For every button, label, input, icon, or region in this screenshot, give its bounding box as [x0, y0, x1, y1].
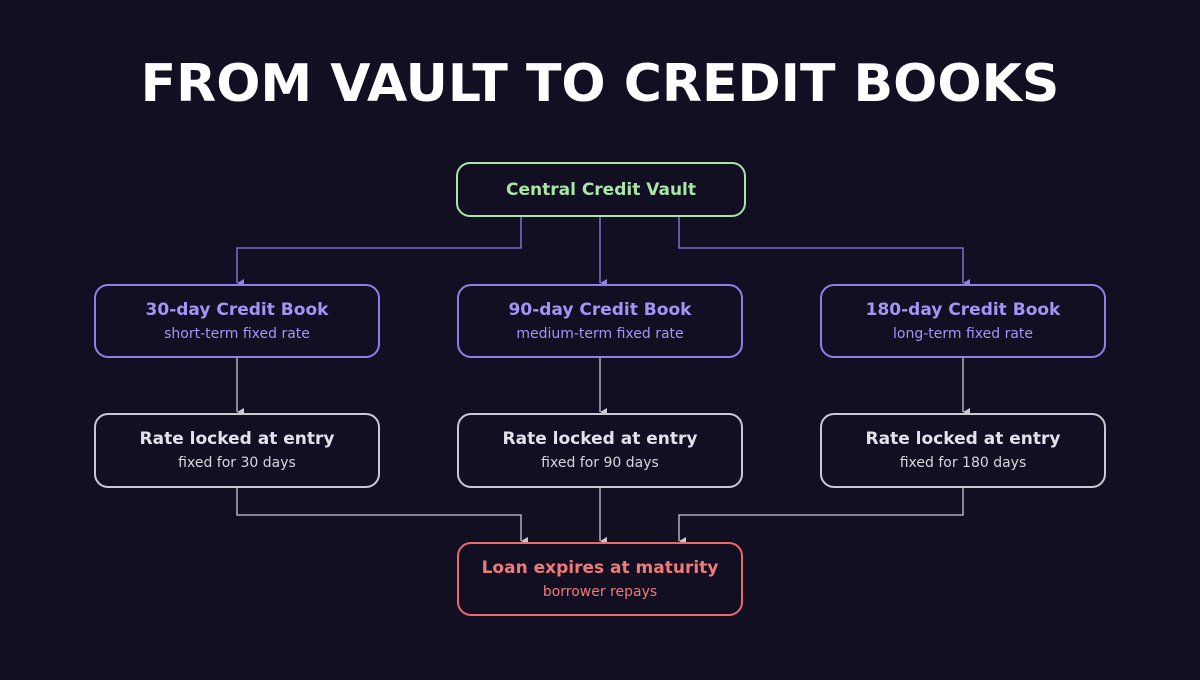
credit-book-180day-node: 180-day Credit Book long-term fixed rate [820, 284, 1106, 358]
credit-book-90day-node: 90-day Credit Book medium-term fixed rat… [457, 284, 743, 358]
lock-title: Rate locked at entry [139, 429, 335, 449]
lock-subtitle: fixed for 30 days [178, 455, 296, 471]
rate-lock-30day-node: Rate locked at entry fixed for 30 days [94, 413, 380, 488]
book-subtitle: medium-term fixed rate [516, 325, 684, 342]
book-subtitle: short-term fixed rate [164, 325, 310, 342]
rate-lock-90day-node: Rate locked at entry fixed for 90 days [457, 413, 743, 488]
rate-lock-180day-node: Rate locked at entry fixed for 180 days [820, 413, 1106, 488]
book-subtitle: long-term fixed rate [892, 325, 1034, 342]
loan-expiry-node: Loan expires at maturity borrower repays [457, 542, 743, 616]
book-title: 30-day Credit Book [145, 299, 329, 320]
central-credit-vault-node: Central Credit Vault [456, 162, 746, 217]
credit-book-30day-node: 30-day Credit Book short-term fixed rate [94, 284, 380, 358]
lock-subtitle: fixed for 90 days [541, 455, 659, 471]
lock-title: Rate locked at entry [865, 429, 1061, 449]
page-title: FROM VAULT TO CREDIT BOOKS [140, 54, 1060, 114]
book-title: 90-day Credit Book [508, 299, 692, 320]
lock-subtitle: fixed for 180 days [899, 455, 1027, 471]
vault-title: Central Credit Vault [505, 179, 697, 200]
expiry-title: Loan expires at maturity [481, 557, 719, 578]
book-title: 180-day Credit Book [865, 299, 1061, 320]
expiry-subtitle: borrower repays [542, 583, 658, 600]
connector-vault-to-180day [678, 217, 970, 287]
connector-lock180-to-expiry [678, 488, 964, 545]
connector-vault-to-30day [236, 217, 522, 287]
connector-lock30-to-expiry [236, 488, 528, 545]
lock-title: Rate locked at entry [502, 429, 698, 449]
